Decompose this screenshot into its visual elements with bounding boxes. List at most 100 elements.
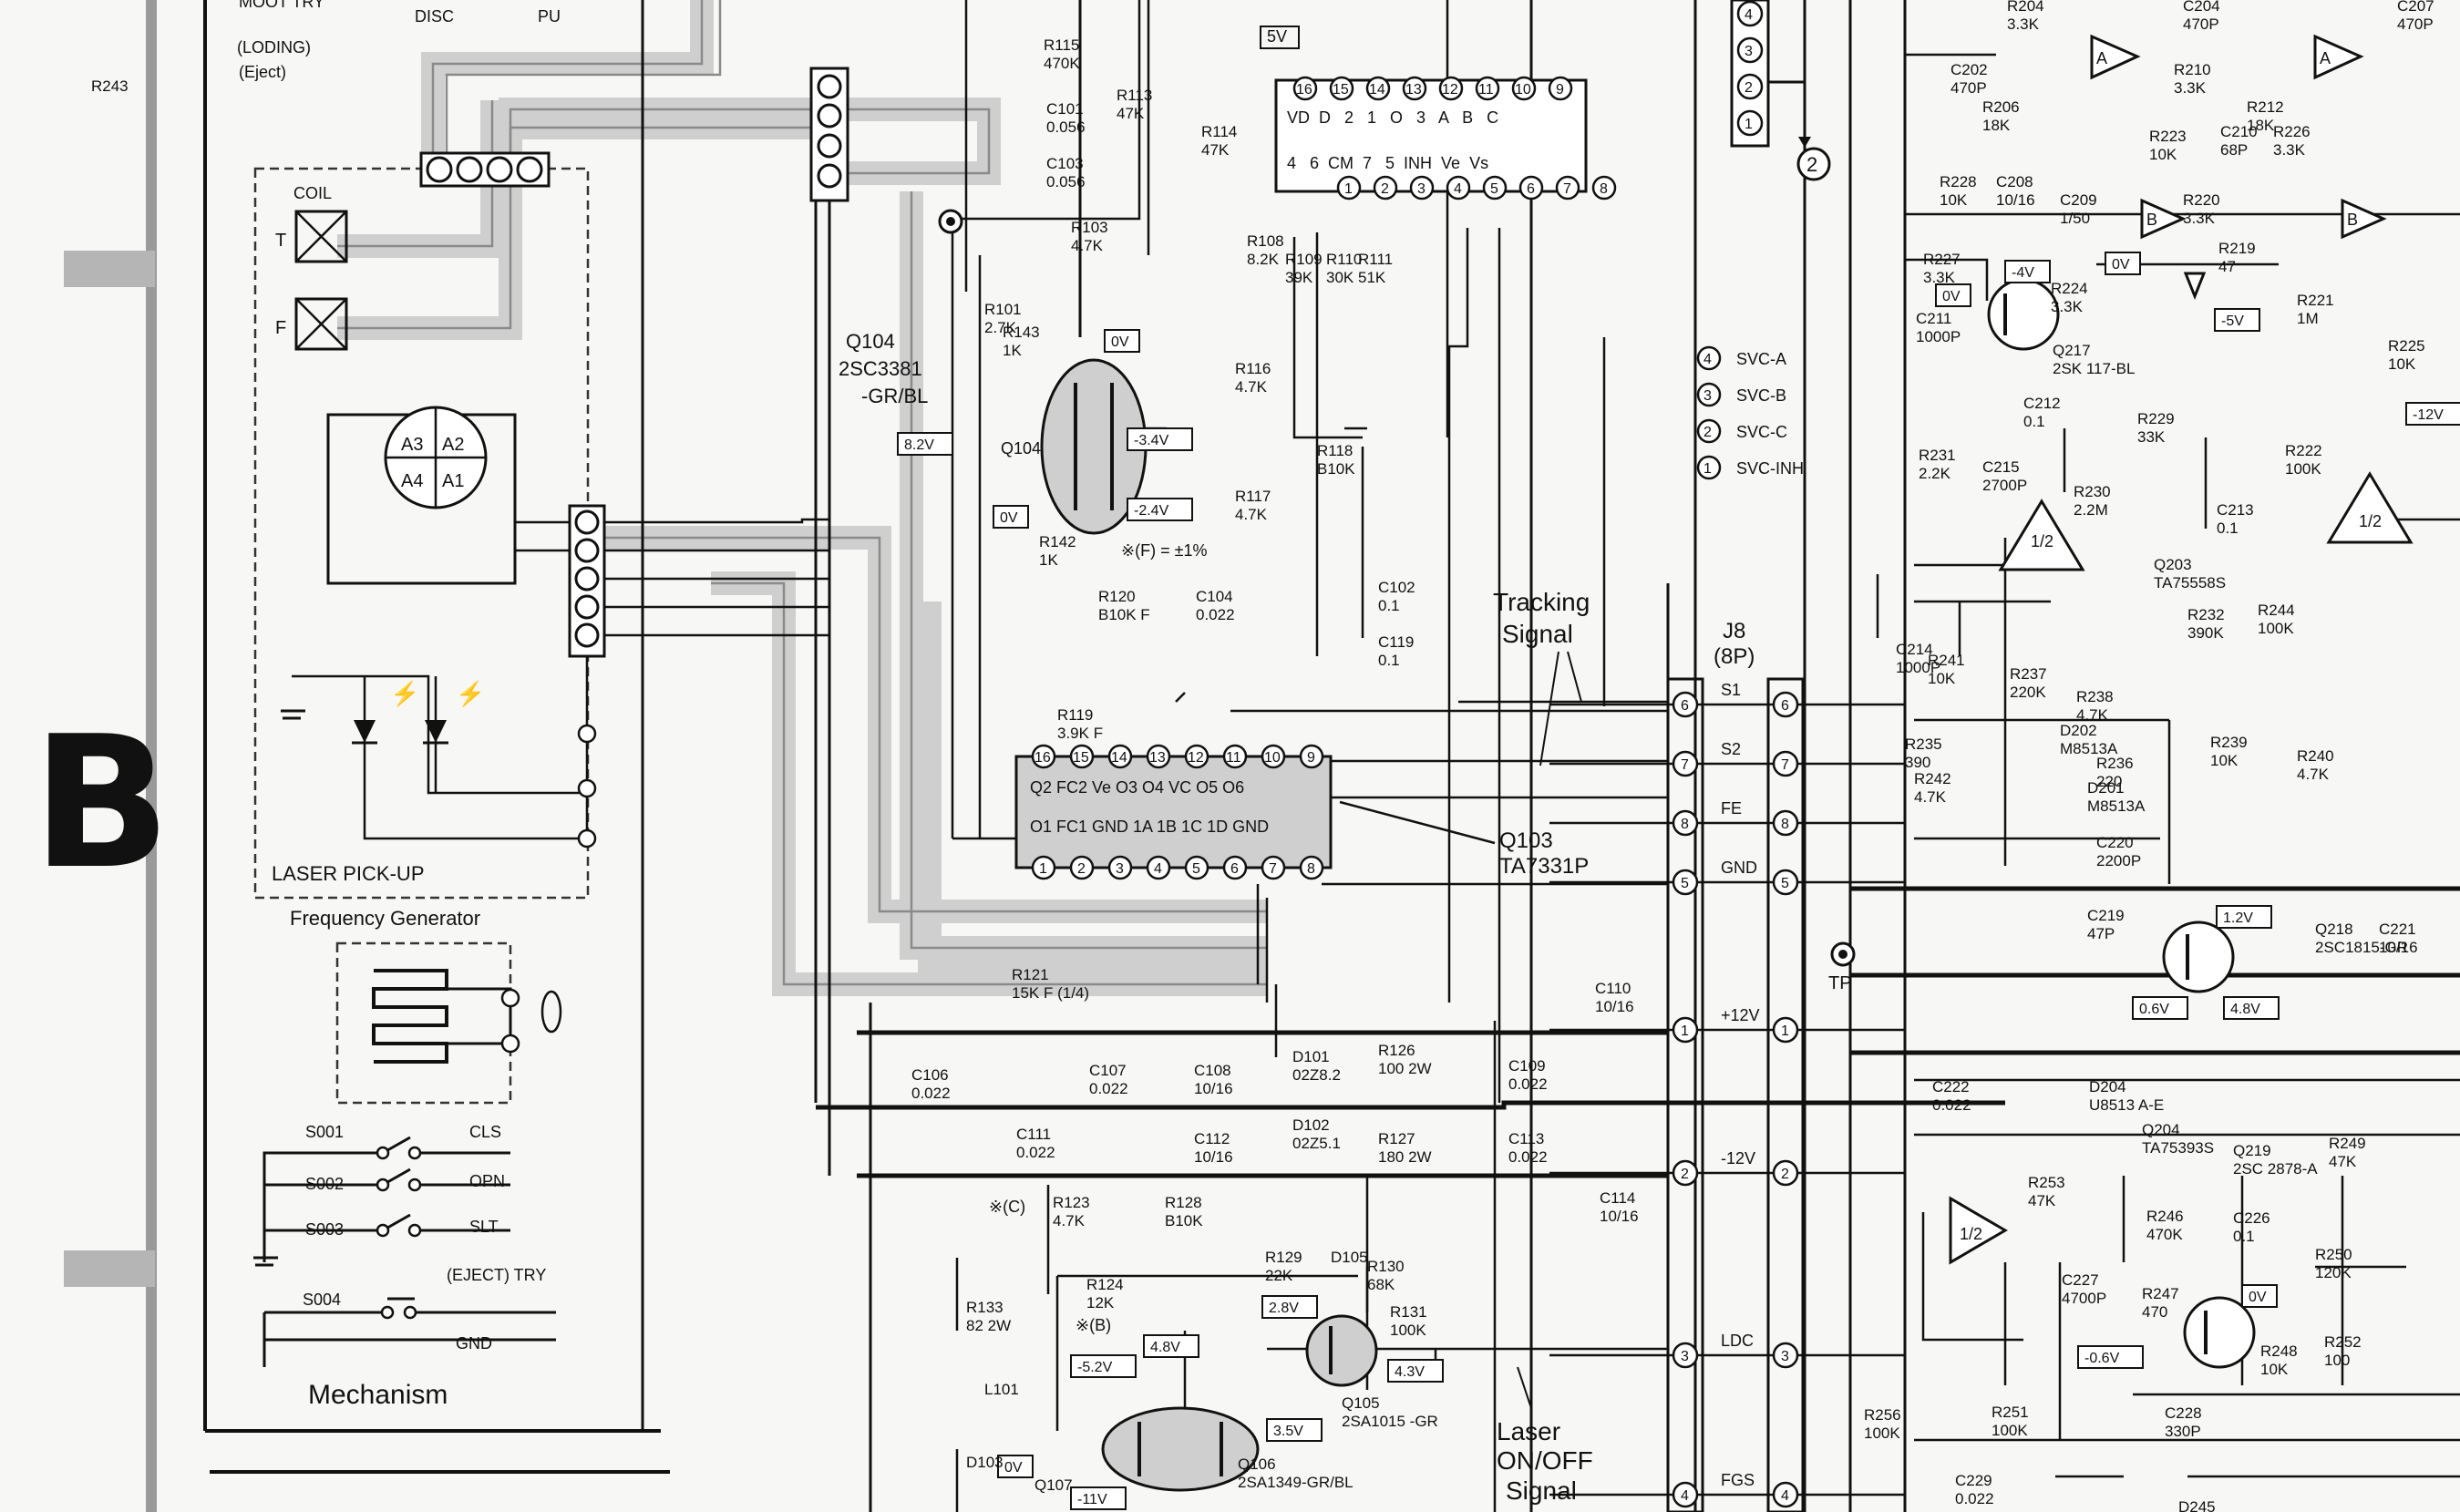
mid-comp-value: 47K	[1201, 141, 1230, 159]
mid-comp-ref: R127	[1378, 1130, 1415, 1147]
tracking-signal-label: Signal	[1502, 620, 1573, 648]
laser-emit-icon: ⚡	[390, 680, 419, 708]
right-comp-value: 4700P	[2062, 1290, 2106, 1307]
q103-bottom-pin: 7	[1269, 861, 1277, 877]
right-comp-ref: C228	[2165, 1404, 2202, 1422]
q103-bottom-pin-circle	[1299, 855, 1324, 880]
opamps	[1949, 34, 2414, 1265]
laser-pickup-box	[253, 167, 590, 900]
switch-contacts	[376, 1146, 422, 1320]
mid-comp-value: 1K	[1003, 342, 1022, 359]
right-comp-value: 470P	[2397, 15, 2434, 33]
voltage-tag: 0V	[1004, 1460, 1023, 1476]
right-comp-value: 3.3K	[2174, 79, 2207, 97]
svc-legend-label: SVC-C	[1736, 423, 1787, 441]
right-comp-value: 10K	[1940, 191, 1968, 209]
mid-comp-ref: R109	[1285, 251, 1323, 268]
j8-pin-circle	[1772, 691, 1799, 718]
mid-comp-ref: Q106	[1238, 1455, 1276, 1473]
right-comp-value: 0.022	[1955, 1490, 1994, 1507]
mid-comp-ref: D102	[1292, 1116, 1330, 1134]
right-comp-value: 3.3K	[2273, 141, 2306, 159]
svc-pin: 4	[1745, 7, 1753, 23]
mid-comp-value: 15K F (1/4)	[1012, 984, 1089, 1002]
j8-pin: 3	[1781, 1349, 1789, 1364]
ic-servo-bottom-pin-circle	[1336, 175, 1362, 201]
svg-text:A: A	[2096, 49, 2107, 67]
right-comp-value: 3.3K	[2051, 298, 2084, 315]
voltage-tag: 2.8V	[1269, 1301, 1299, 1316]
laser-signal-label: Signal	[1506, 1476, 1577, 1505]
power-rails	[816, 886, 2460, 1178]
right-comp-ref: C220	[2096, 834, 2134, 851]
mid-comp-value: 0.022	[1508, 1075, 1548, 1093]
right-comp-value: 10K	[2210, 752, 2239, 769]
j8-pin: 1	[1681, 1023, 1689, 1039]
voltage-tag: -12V	[2413, 407, 2444, 423]
right-comp-value: 10/16	[2379, 939, 2418, 956]
coil-label: COIL	[293, 184, 332, 202]
q103-part: TA7331P	[1499, 854, 1589, 879]
right-comp-ref: R243	[91, 77, 129, 95]
q104-inner: Q104	[1001, 439, 1041, 458]
q103-top-pin: 15	[1073, 750, 1089, 766]
j8-pin-circle	[1772, 1481, 1799, 1508]
right-comp-ref: R246	[2146, 1208, 2184, 1225]
q103-top-pin-circle	[1299, 744, 1324, 769]
mechanism-switches	[262, 1136, 556, 1367]
mid-comp-value: 100 2W	[1378, 1060, 1432, 1077]
j8-pin-circle	[1772, 809, 1799, 837]
right-comp-ref: R212	[2247, 98, 2284, 116]
mid-comp-ref: R115	[1044, 36, 1079, 54]
svc-pin: 2	[1745, 80, 1753, 96]
mid-comp-ref: D103	[966, 1454, 1004, 1471]
q103-top-names: Q2 FC2 Ve O3 O4 VC O5 O6	[1030, 778, 1244, 797]
mid-comp-value: 0.022	[911, 1085, 951, 1102]
right-comp-ref: Q219	[2233, 1142, 2271, 1159]
right-comp-ref: C207	[2397, 0, 2434, 15]
ic-servo-bottom-pin-circle	[1555, 175, 1580, 201]
mid-comp-ref: R114	[1201, 123, 1237, 140]
mid-comp-value: 39K	[1285, 269, 1313, 286]
mid-comp-ref: C111	[1016, 1126, 1051, 1143]
right-comp-value: 47	[2218, 258, 2236, 275]
mid-comp-value: 68K	[1367, 1276, 1395, 1293]
right-comp-ref: C209	[2060, 191, 2097, 209]
q103-bottom-pin-circle	[1069, 855, 1095, 880]
mid-comp-value: 10/16	[1600, 1208, 1639, 1225]
voltage-tag-box	[1266, 1418, 1323, 1442]
j8-pin: 5	[1781, 876, 1789, 891]
header-disc: DISC	[415, 7, 454, 26]
right-comp-ref: D245	[2178, 1498, 2216, 1512]
s001-name: CLS	[469, 1123, 501, 1141]
right-comp-ref: C229	[1955, 1472, 1992, 1489]
photodiode: A3 A2 A4 A1	[326, 406, 517, 585]
right-comp-ref: R244	[2258, 602, 2295, 619]
voltage-tag-box	[2216, 905, 2272, 929]
q103-bottom-pin-circle	[1031, 855, 1056, 880]
ic-servo-top-names: VD D 2 1 O 3 A B C	[1287, 108, 1498, 127]
mech-gnd: GND	[456, 1334, 492, 1353]
mid-comp-value: 22K	[1265, 1267, 1293, 1284]
right-comp-value: 3.3K	[2007, 15, 2040, 33]
right-comp-value: 390	[1905, 754, 1930, 771]
right-comp-ref: R232	[2187, 606, 2225, 623]
right-comp-value: 2200P	[2096, 852, 2141, 869]
right-comp-value: 2SC1815-GR	[2315, 939, 2408, 956]
ic-servo-bottom-pin-circle	[1591, 175, 1617, 201]
j8-signal-name: +12V	[1721, 1006, 1760, 1024]
right-comp-value: 47K	[2028, 1192, 2056, 1209]
voltage-tag: 0V	[1000, 510, 1018, 526]
q103-top-pin-circle	[1184, 744, 1209, 769]
mid-comp-ref: C110	[1595, 980, 1631, 997]
mid-comp-value: 10/16	[1194, 1148, 1233, 1166]
right-comp-ref: C210	[2220, 123, 2258, 140]
q103-bottom-pin: 8	[1307, 861, 1315, 877]
j8-pin: 4	[1681, 1488, 1689, 1504]
right-comp-value: 4.7K	[2076, 706, 2109, 724]
fg-title: Frequency Generator	[290, 907, 480, 930]
laser-onoff-label: ON/OFF	[1497, 1446, 1593, 1475]
binding-tab-lower	[64, 1250, 155, 1287]
